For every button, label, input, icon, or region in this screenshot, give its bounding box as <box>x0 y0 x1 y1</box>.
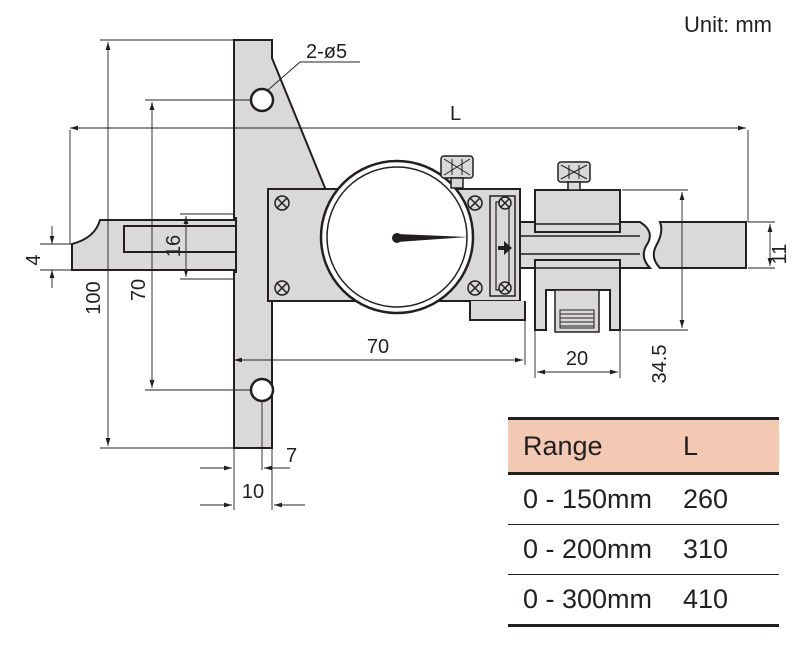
extension-lines <box>40 39 775 510</box>
dial-needle <box>397 234 468 242</box>
length-cell: 260 <box>683 473 779 525</box>
dimension-arrows <box>49 42 773 508</box>
table-row: 0 - 200mm 310 <box>508 524 779 575</box>
mounting-hole-top <box>249 87 275 113</box>
header-length: L <box>683 417 779 475</box>
body-lower-step <box>469 301 526 321</box>
clamp-top <box>534 189 621 233</box>
dim-overall-length: L <box>450 103 461 125</box>
knurled-knob-icon <box>443 158 471 176</box>
dim-clamp-height: 34.5 <box>649 345 671 384</box>
dim-hole-callout: 2-ø5 <box>306 41 347 63</box>
unit-label: Unit: mm <box>684 12 772 37</box>
dim-flange-offset: 7 <box>286 445 297 467</box>
table-row: 0 - 150mm 260 <box>508 473 779 525</box>
range-cell: 0 - 300mm <box>508 574 683 627</box>
dim-tip-height: 4 <box>23 254 45 265</box>
dim-clamp-width: 20 <box>566 348 588 370</box>
range-cell: 0 - 150mm <box>508 473 683 525</box>
dim-hole-spacing: 70 <box>128 279 150 301</box>
header-range: Range <box>508 417 683 475</box>
dim-flange-width: 10 <box>242 481 264 503</box>
screw-icon <box>274 195 512 296</box>
length-cell: 310 <box>683 524 779 575</box>
mounting-hole-bottom <box>249 377 275 403</box>
dim-base-height: 100 <box>83 281 105 314</box>
range-table: Range L 0 - 150mm 260 0 - 200mm 310 0 - … <box>508 417 779 627</box>
rod-right <box>519 221 653 269</box>
length-cell: 410 <box>683 574 779 627</box>
dim-rod-height: 11 <box>769 244 791 265</box>
clamp-bottom <box>534 259 621 331</box>
range-cell: 0 - 200mm <box>508 524 683 575</box>
dim-slot-height: 16 <box>163 235 185 257</box>
clamp-knob-icon <box>560 164 588 180</box>
arrow-right-icon <box>498 241 512 255</box>
range-table-header: Range L <box>508 417 779 475</box>
rod-end <box>652 221 747 269</box>
table-row: 0 - 300mm 410 <box>508 574 779 627</box>
dim-body-width: 70 <box>367 336 389 358</box>
